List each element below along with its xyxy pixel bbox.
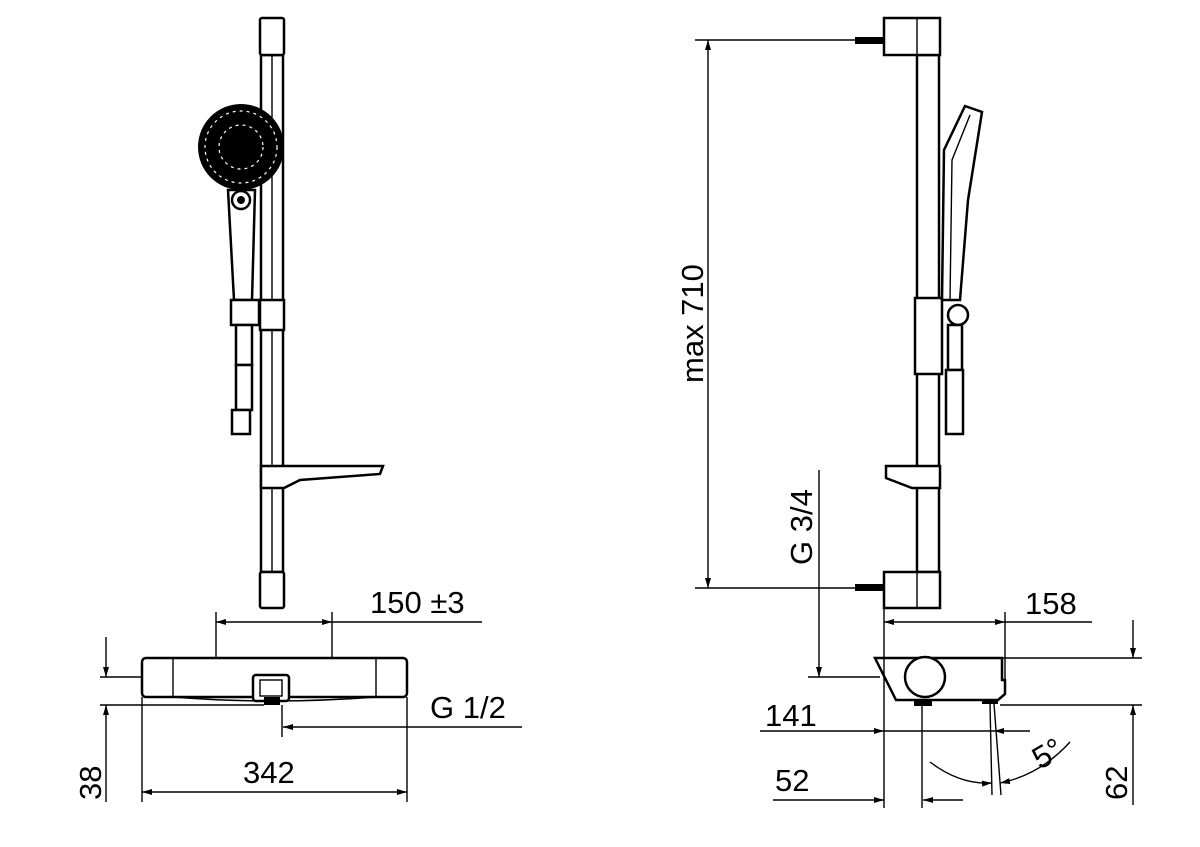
dimension-max710: max 710 <box>675 39 855 589</box>
dim-spacing-label: 150 ±3 <box>370 585 465 620</box>
shower-rail <box>258 16 286 610</box>
hand-shower <box>198 104 284 436</box>
dim-depth-label: 141 <box>765 698 817 733</box>
side-hand-shower <box>940 104 984 436</box>
dim-projection-label: 158 <box>1025 586 1077 621</box>
dim-angle-label: 5° <box>1026 731 1069 776</box>
dim-rail-height-label: max 710 <box>675 264 710 383</box>
side-rail <box>855 16 944 610</box>
thermostat-side <box>872 655 1007 706</box>
dim-width-label: 342 <box>243 755 295 790</box>
dim-thread-label: G 1/2 <box>430 690 506 725</box>
dimension-158: 158 <box>883 586 1092 808</box>
dimension-342: 342 <box>141 697 408 802</box>
dimension-g12: G 1/2 <box>281 690 522 737</box>
dim-height-side-label: 62 <box>1099 766 1134 800</box>
front-view: 150 ±3 G 1/2 342 38 <box>73 16 522 802</box>
dimension-52: 52 <box>773 705 963 808</box>
dim-height-label: 38 <box>73 766 108 800</box>
dimension-62: 62 <box>935 620 1142 805</box>
thermostat-front <box>140 656 409 705</box>
soap-shelf <box>259 464 385 490</box>
dimension-141: 141 <box>760 698 1030 796</box>
dimension-38: 38 <box>73 637 264 802</box>
dim-inlet-label: G 3/4 <box>784 489 819 565</box>
dimension-150: 150 ±3 <box>215 585 482 658</box>
dim-offset-label: 52 <box>775 763 809 798</box>
dimension-g34: G 3/4 <box>784 470 880 678</box>
side-view: max 710 G 3/4 158 62 141 <box>675 16 1142 808</box>
